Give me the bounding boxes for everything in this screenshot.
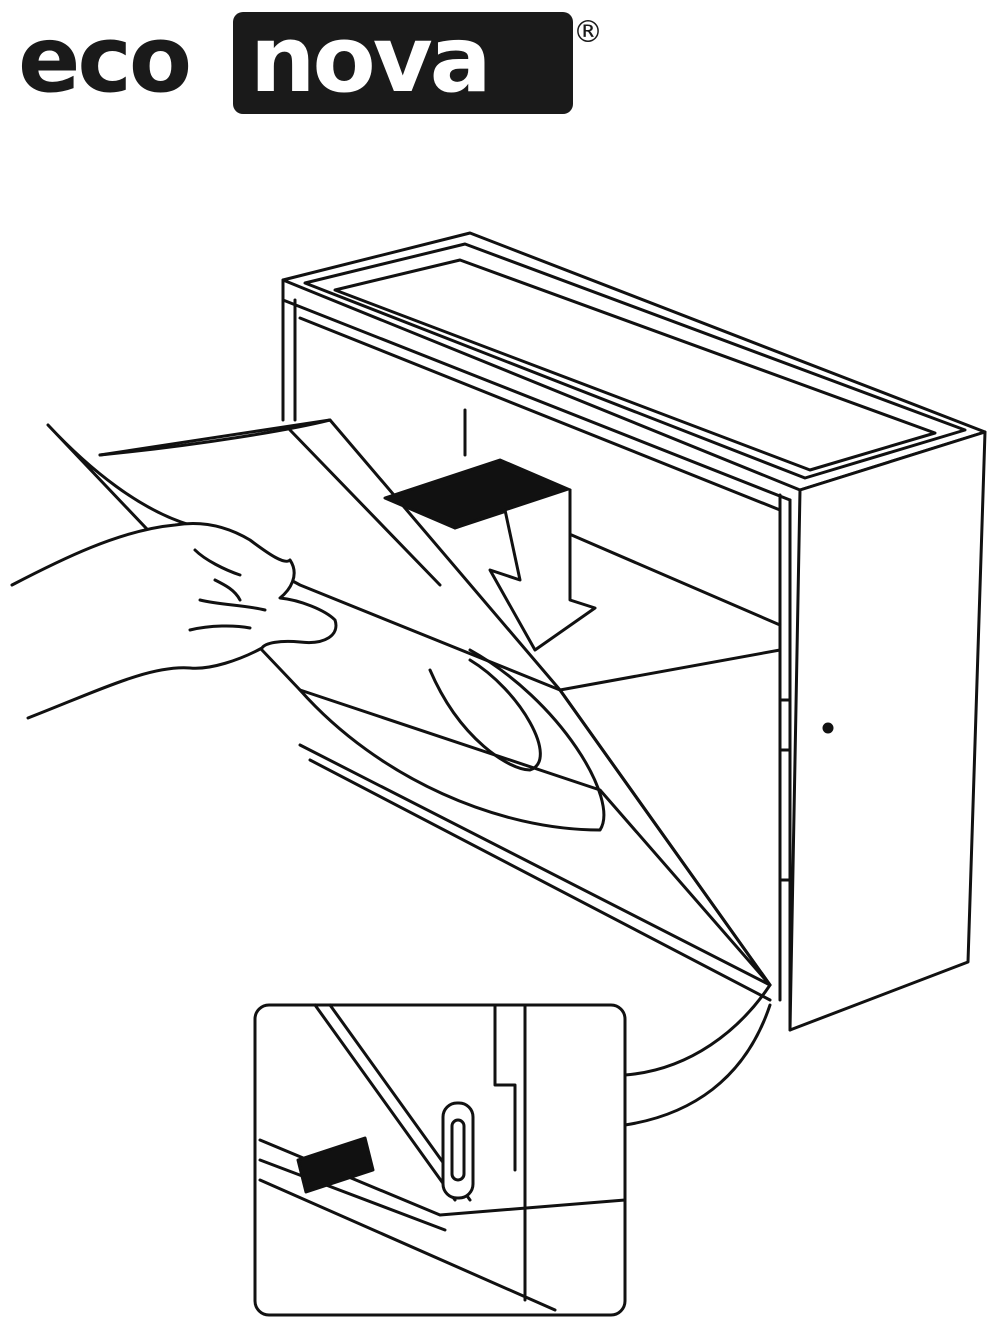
cabinet-body <box>283 233 985 1030</box>
right-arrow-icon <box>298 1138 373 1192</box>
registered-mark: ® <box>573 15 603 50</box>
logo-text-nova: nova <box>250 6 492 113</box>
hand <box>12 523 336 718</box>
zoom-connector <box>625 985 770 1075</box>
detail-inset <box>255 1005 625 1315</box>
econova-logo: eco nova ® <box>18 10 618 115</box>
down-arrow-icon <box>385 460 595 650</box>
logo-text-eco: eco <box>18 6 192 113</box>
logo-dark-box <box>233 12 573 114</box>
